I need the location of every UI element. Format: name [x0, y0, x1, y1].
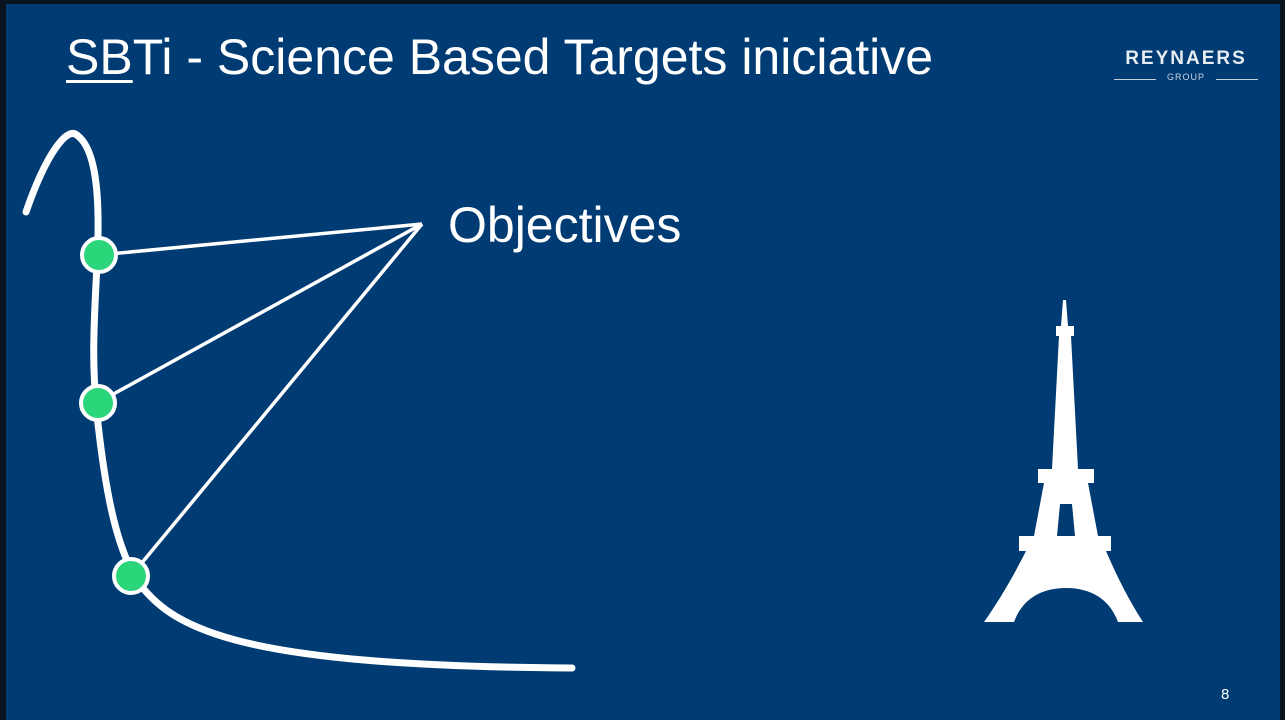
connector-line-2 — [98, 222, 423, 404]
objective-marker-1 — [80, 236, 118, 274]
logo-rule-right — [1216, 79, 1258, 80]
reynaers-logo: REYNAERS GROUP — [1114, 48, 1258, 96]
title-underlined-part: SB — [66, 29, 133, 85]
slide-title: SBTi - Science Based Targets iniciative — [66, 26, 933, 88]
logo-subtext: GROUP — [1166, 72, 1205, 82]
objectives-label: Objectives — [448, 197, 682, 253]
logo-rule-left — [1114, 79, 1156, 80]
objective-marker-3 — [112, 557, 150, 595]
connector-line-3 — [129, 222, 424, 578]
emissions-curve-diagram — [22, 130, 1143, 672]
logo-subline: GROUP — [1114, 72, 1258, 86]
connector-line-1 — [98, 222, 423, 257]
eiffel-tower-icon — [984, 300, 1143, 622]
objective-marker-2 — [79, 384, 117, 422]
page-number: 8 — [1221, 686, 1230, 703]
title-rest: Ti - Science Based Targets iniciative — [132, 29, 934, 85]
logo-wordmark: REYNAERS — [1125, 48, 1247, 69]
